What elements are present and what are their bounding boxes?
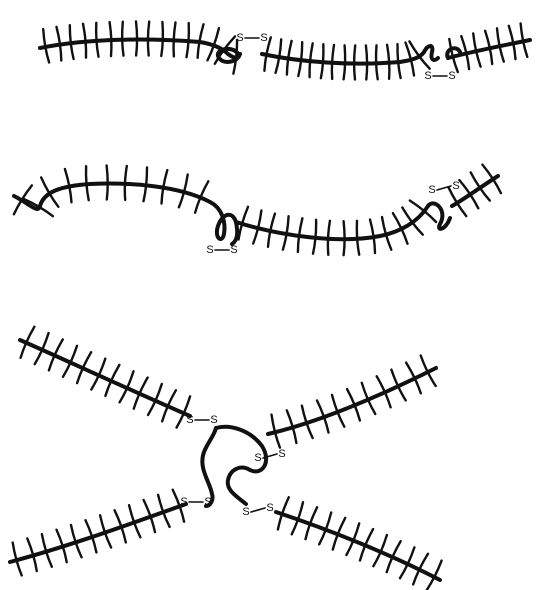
brush-backbone (262, 52, 424, 64)
side-chain (354, 46, 355, 80)
side-chain (402, 208, 423, 235)
polymer-loop (424, 46, 438, 60)
side-chain (122, 22, 123, 56)
sulfur-label: S (424, 70, 431, 82)
sulfur-label: S (204, 496, 211, 508)
sulfur-label: S (260, 32, 267, 44)
side-chain (482, 165, 501, 194)
side-chain (107, 166, 108, 200)
side-chain (366, 46, 367, 80)
disulfide-bond: SS (186, 414, 217, 426)
sulfur-label: S (278, 448, 285, 460)
side-chain (459, 180, 478, 208)
side-chain (148, 22, 149, 56)
side-chain (136, 22, 137, 56)
sulfur-label: S (242, 506, 249, 518)
central-core-chain (202, 427, 266, 506)
brush-arm-lower-right (276, 512, 440, 580)
side-chain (471, 172, 490, 200)
sulfur-label: S (266, 502, 273, 514)
sulfur-label: S (206, 244, 213, 256)
disulfide-bond: SS (428, 180, 459, 196)
sulfur-label: S (186, 414, 193, 426)
brush-arm-lower-left (10, 504, 186, 562)
bond-line (251, 508, 265, 512)
sulfur-label: S (452, 180, 459, 192)
sulfur-label: S (254, 452, 261, 464)
sulfur-label: S (210, 414, 217, 426)
sulfur-label: S (448, 70, 455, 82)
brush-arm-upper-left (20, 340, 190, 416)
side-chain (24, 199, 53, 216)
side-chain (344, 221, 345, 255)
sulfur-label: S (180, 496, 187, 508)
panel-middle: SS SS (14, 165, 501, 256)
sulfur-label: S (428, 184, 435, 196)
sulfur-label: S (230, 244, 237, 256)
polymer-loop (210, 202, 237, 244)
